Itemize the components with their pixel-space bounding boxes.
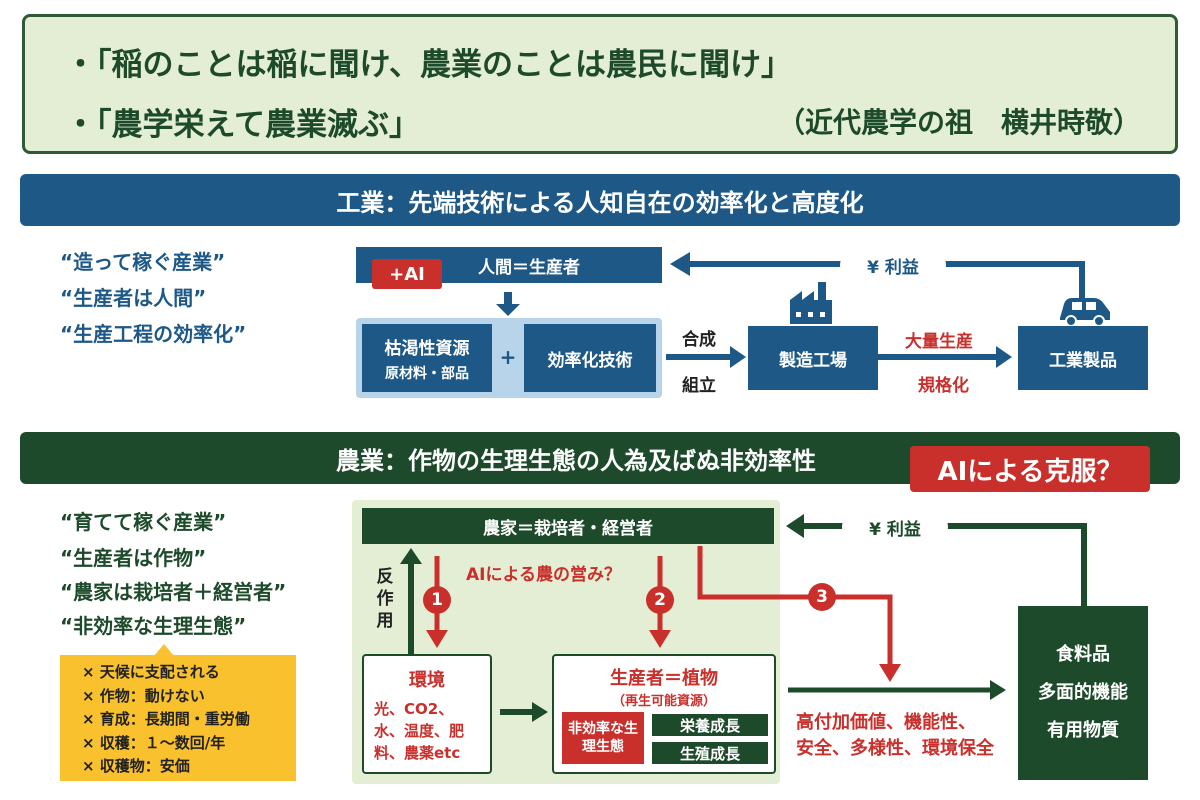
industry-slogan-3: “生産工程の効率化” [60,322,247,346]
ai-overcome-badge: AIによる克服？ [910,446,1150,492]
quote-line-1: ・「稲のことは稲に聞け、農業のことは農民に聞け」 [65,47,792,83]
factory-icon [790,282,832,324]
industry-profit-label: ¥ 利益 [840,250,946,280]
assembly-label: 組立 [682,376,716,396]
efficiency-tech-box: 効率化技術 [524,324,656,392]
step-1-badge: 1 [423,586,451,614]
inefficient-physiology-box: 非効率な生理生態 [562,712,644,764]
weakness-box: × 天候に支配される × 作物：動けない × 育成：長期間・重労働 × 収穫：１… [60,655,296,781]
reproductive-growth-box: 生殖成長 [652,742,768,764]
weakness-item-1: × 天候に支配される [82,663,220,681]
food-item-2: 多面的機能 [1038,682,1128,703]
car-icon [1060,298,1110,327]
plant-title: 生産者＝植物 [610,668,718,689]
mass-production-label: 大量生産 [905,332,973,352]
plus-sign: + [499,345,517,369]
quote-attribution: （近代農学の祖 横井時敬） [777,106,1142,139]
environment-title: 環境 [409,670,445,691]
agri-slogan-2: “生産者は作物” [60,546,207,570]
quote-box: ・「稲のことは稲に聞け、農業のことは農民に聞け」 ・「農学栄えて農業滅ぶ」 （近… [22,14,1178,154]
industry-slogan-2: “生産者は人間” [60,286,207,310]
weakness-item-3: × 育成：長期間・重労働 [82,710,250,728]
industry-slogan-1: “造って稼ぐ産業” [60,250,226,274]
reaction-label: 反作用 [376,567,394,631]
weakness-item-5: × 収穫物：安価 [82,757,190,775]
synthesis-label: 合成 [682,330,716,350]
agri-slogan-1: “育てて稼ぐ産業” [60,510,227,534]
standardization-label: 規格化 [918,376,969,396]
weakness-item-4: × 収穫：１〜数回/年 [82,733,226,752]
environment-items: 光、CO2、水、温度、肥料、農薬etc [374,700,465,762]
factory-box: 製造工場 [748,326,878,390]
agri-slogan-4: “非効率な生理生態” [60,614,247,638]
ai-tag: +AI [372,259,442,289]
farmer-box: 農家＝栽培者・経営者 [362,508,774,544]
quote-line-2: ・「農学栄えて農業滅ぶ」 [65,107,420,143]
value-line-1: 高付加価値、機能性、 [796,712,976,733]
food-item-1: 食料品 [1056,644,1110,665]
agri-profit-label: ¥ 利益 [842,512,948,542]
agri-slogan-3: “農家は栽培者＋経営者” [60,580,287,604]
resource-subtitle: 原材料・部品 [385,365,469,382]
food-product-box: 食料品 多面的機能 有用物質 [1018,606,1148,780]
environment-box: 環境 光、CO2、水、温度、肥料、農薬etc [362,654,492,774]
step-3-badge: 3 [808,583,836,611]
nutritional-growth-box: 栄養成長 [652,714,768,736]
food-item-3: 有用物質 [1047,720,1119,741]
step-2-badge: 2 [646,586,674,614]
industry-banner: 工業：先端技術による人知自在の効率化と高度化 [20,174,1180,226]
weakness-item-2: × 作物：動けない [82,686,205,705]
plant-subtitle: （再生可能資源） [611,694,716,709]
value-line-2: 安全、多様性、環境保全 [796,738,994,759]
ai-question-label: AIによる農の営み？ [466,565,621,585]
resource-box: 枯渇性資源 原材料・部品 [362,324,492,392]
resource-title: 枯渇性資源 [384,338,470,359]
product-box: 工業製品 [1018,326,1148,390]
